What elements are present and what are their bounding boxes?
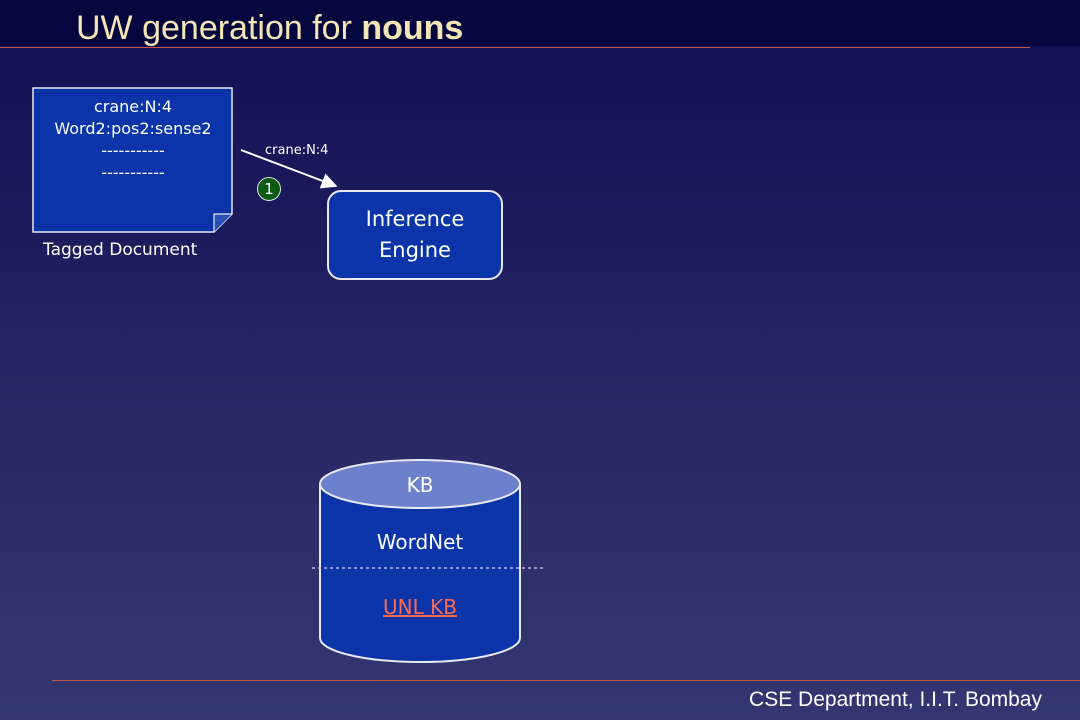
arrow-label: crane:N:4 [265,143,329,158]
kb-label: KB [406,473,434,497]
title-prefix: UW generation [76,9,303,47]
tagged-document-caption: Tagged Document [43,240,198,260]
footer-text: CSE Department, I.I.T. Bombay [749,688,1042,711]
document-fold [213,213,232,232]
doc-line-3: ----------- [101,141,165,160]
step-number-badge: 1 [257,177,281,201]
title-bold: nouns [361,9,464,47]
slide-title: UW generation for nouns [76,8,463,48]
flow-arrow [240,149,338,189]
kb-cylinder-body [319,484,521,663]
doc-line-2: Word2:pos2:sense2 [54,119,212,138]
title-divider [0,47,1030,48]
engine-line-1: Inference [365,207,465,231]
title-mid: for [302,9,362,47]
title-bar [0,0,1080,46]
wordnet-label: WordNet [376,530,464,554]
kb-cylinder-top [319,459,521,509]
engine-line-2: Engine [379,238,451,262]
unl-kb-link[interactable]: UNL KB [383,595,457,619]
tagged-document-text: crane:N:4 Word2:pos2:sense2 ----------- … [36,96,230,184]
doc-line-1: crane:N:4 [93,97,173,116]
doc-line-4: ----------- [101,163,165,182]
inference-engine-box: Inference Engine [327,190,503,280]
footer-divider [52,680,1080,681]
